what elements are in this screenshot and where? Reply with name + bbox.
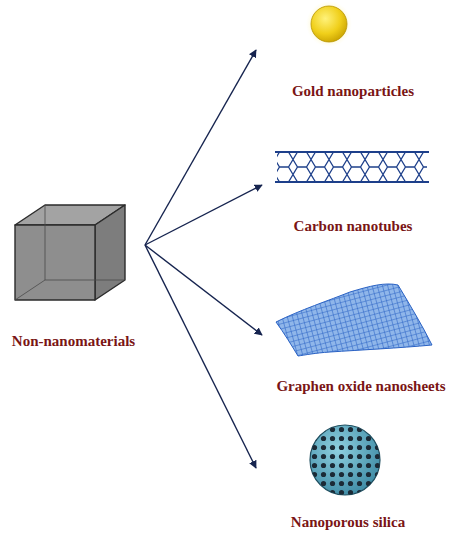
gold-nanoparticle (306, 1, 352, 47)
item-node: Graphen oxide nanosheets (264, 270, 458, 395)
item-node: Nanoporous silica (258, 418, 438, 531)
graphene-sheet (276, 284, 432, 356)
item-label: Graphen oxide nanosheets (264, 377, 458, 395)
item-label: Carbon nanotubes (264, 217, 442, 235)
arrow-connector (145, 245, 256, 468)
arrow-connector (145, 245, 262, 335)
item-node: Gold nanoparticles (258, 2, 448, 100)
item-node: Non-nanomaterials (2, 200, 145, 350)
arrow-connector (145, 50, 256, 245)
nanoporous-silica (308, 423, 382, 497)
item-label: Non-nanomaterials (2, 332, 145, 350)
arrow-connector (145, 185, 262, 245)
item-label: Gold nanoparticles (258, 82, 448, 100)
cube (15, 205, 125, 300)
item-node: Carbon nanotubes (264, 140, 442, 235)
item-label: Nanoporous silica (258, 513, 438, 531)
carbon-nanotube (275, 152, 429, 182)
